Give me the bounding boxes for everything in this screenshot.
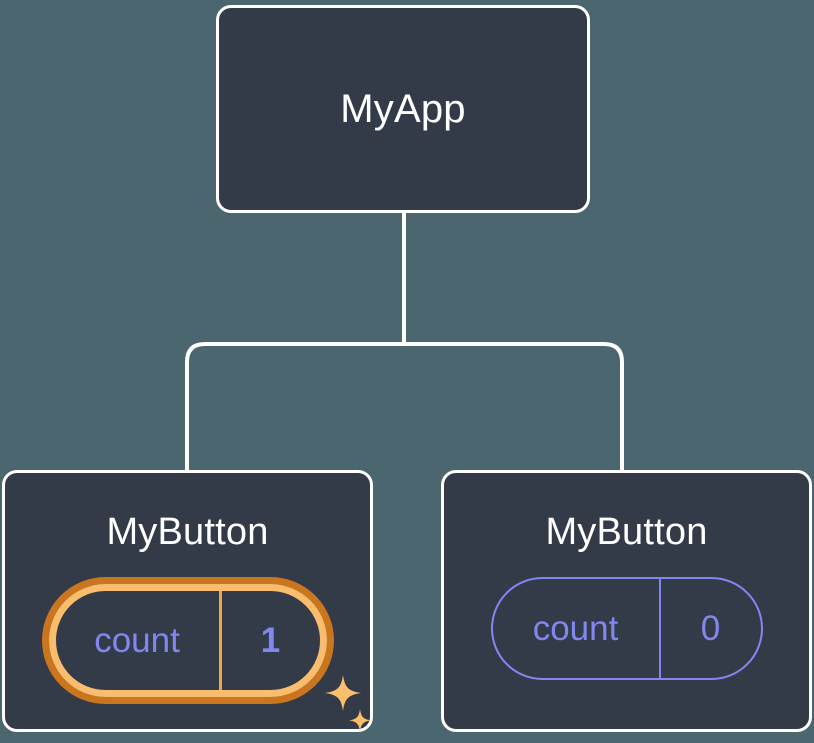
connector-branch-bar (185, 342, 624, 470)
sparkle-group (325, 675, 371, 732)
node-mybutton-right[interactable]: MyButton count 0 (441, 470, 812, 732)
node-mybutton-left-title: MyButton (106, 511, 269, 553)
state-pill-left-inner: count 1 (48, 584, 327, 697)
state-pill-right-key-cell: count (493, 579, 661, 678)
state-pill-left-value-cell: 1 (222, 591, 320, 690)
state-pill-left[interactable]: count 1 (41, 577, 334, 704)
node-mybutton-right-title: MyButton (545, 511, 708, 553)
state-pill-right-key: count (532, 609, 619, 648)
node-myapp[interactable]: MyApp (216, 5, 590, 213)
node-mybutton-left[interactable]: MyButton count 1 (2, 470, 373, 732)
state-pill-left-key-cell: count (56, 591, 222, 690)
state-pill-left-wrapper: count 1 (5, 577, 371, 732)
state-pill-right-value-cell: 0 (661, 579, 761, 678)
state-pill-right-wrapper: count 0 (444, 577, 809, 680)
state-pill-left-value: 1 (260, 621, 281, 660)
state-pill-left-key: count (94, 621, 180, 660)
node-myapp-title: MyApp (340, 87, 466, 131)
sparkle-small-icon (349, 709, 371, 732)
state-pill-right-value: 0 (700, 609, 721, 648)
state-pill-right[interactable]: count 0 (490, 577, 763, 680)
sparkle-large-icon (325, 675, 361, 711)
